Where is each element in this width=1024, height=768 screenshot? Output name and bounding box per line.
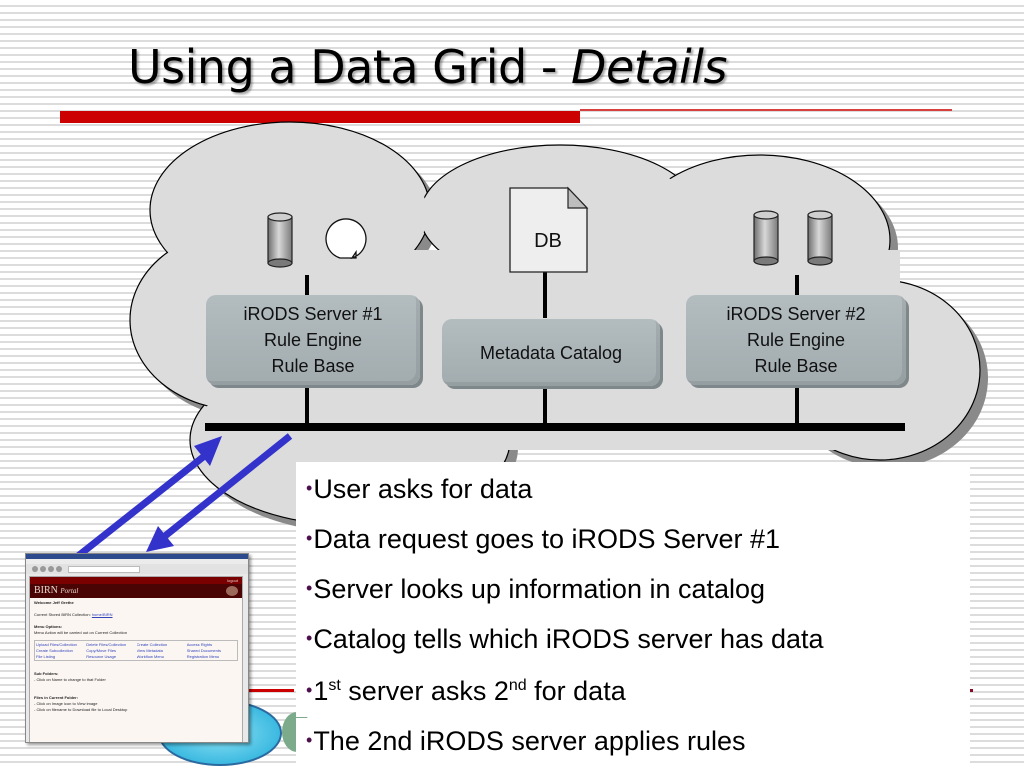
bullet-dot-icon: • (306, 730, 313, 750)
catalog-label: Metadata Catalog (479, 342, 623, 363)
bullet-dot-icon: • (306, 628, 313, 648)
portal-menu-table: Upload Files/Collection Delete Files/Col… (34, 640, 238, 661)
database-document-icon (509, 186, 589, 273)
server2-name: iRODS Server #2 (726, 304, 866, 324)
storage-cylinder-icon (807, 210, 833, 266)
bullet-dot-icon: • (306, 478, 313, 498)
browser-menubar (26, 559, 248, 564)
portal-browser-screenshot: logout BIRN Portal Welcome Jeff Grethe C… (25, 553, 249, 743)
storage-cylinder-icon (753, 210, 779, 266)
bullet-item: •Catalog tells which iRODS server has da… (306, 624, 824, 654)
title-underline-thin (580, 109, 952, 111)
connectors (305, 272, 799, 428)
portal-welcome: Welcome Jeff Grethe (34, 600, 74, 605)
db-label: DB (534, 230, 562, 252)
bullet-item: •User asks for data (306, 474, 533, 504)
back-icon (32, 566, 38, 572)
browser-toolbar (26, 564, 248, 574)
portal-emblem-icon (226, 586, 238, 596)
reload-icon (48, 566, 54, 572)
home-icon (56, 566, 62, 572)
title-main: Using a Data Grid - (128, 40, 572, 94)
portal-banner: BIRN Portal (30, 584, 242, 598)
server2-rule-base: Rule Base (754, 356, 838, 376)
title-italic: Details (571, 40, 728, 94)
server1-rule-engine: Rule Engine (263, 330, 363, 350)
portal-page: logout BIRN Portal Welcome Jeff Grethe C… (29, 576, 243, 742)
browser-titlebar (26, 554, 248, 559)
bullet-panel-lower: •The 2nd iRODS server applies rules (296, 718, 970, 768)
bullet-dot-icon: • (306, 680, 313, 700)
response-arrow-icon (146, 433, 293, 552)
bullet-item: •The 2nd iRODS server applies rules (306, 726, 746, 756)
metadata-catalog-box: Metadata Catalog (442, 319, 660, 386)
storage-cylinder-icon (267, 212, 293, 268)
footer-rule-end (970, 689, 973, 692)
bullet-item: •1st server asks 2nd for data (306, 676, 626, 706)
server1-rule-base: Rule Base (271, 356, 355, 376)
address-bar (68, 565, 140, 573)
server2-rule-engine: Rule Engine (746, 330, 846, 350)
bullet-item: •Data request goes to iRODS Server #1 (306, 524, 781, 554)
irods-server-1-box: iRODS Server #1 Rule Engine Rule Base (206, 295, 420, 385)
server1-name: iRODS Server #1 (243, 304, 383, 324)
bullet-item: •Server looks up information in catalog (306, 574, 766, 604)
network-bus (205, 423, 905, 431)
footer-rule (248, 689, 294, 692)
request-arrow-icon (75, 436, 222, 559)
slide-title: Using a Data Grid - Details (128, 40, 728, 94)
bullet-dot-icon: • (306, 528, 313, 548)
forward-icon (40, 566, 46, 572)
irods-server-2-box: iRODS Server #2 Rule Engine Rule Base (686, 295, 906, 385)
bullet-panel: •User asks for data •Data request goes t… (296, 462, 970, 717)
title-underline-thick (60, 111, 580, 123)
portal-logout-bar: logout (30, 577, 242, 584)
tape-storage-icon (325, 218, 367, 260)
bullet-dot-icon: • (306, 578, 313, 598)
